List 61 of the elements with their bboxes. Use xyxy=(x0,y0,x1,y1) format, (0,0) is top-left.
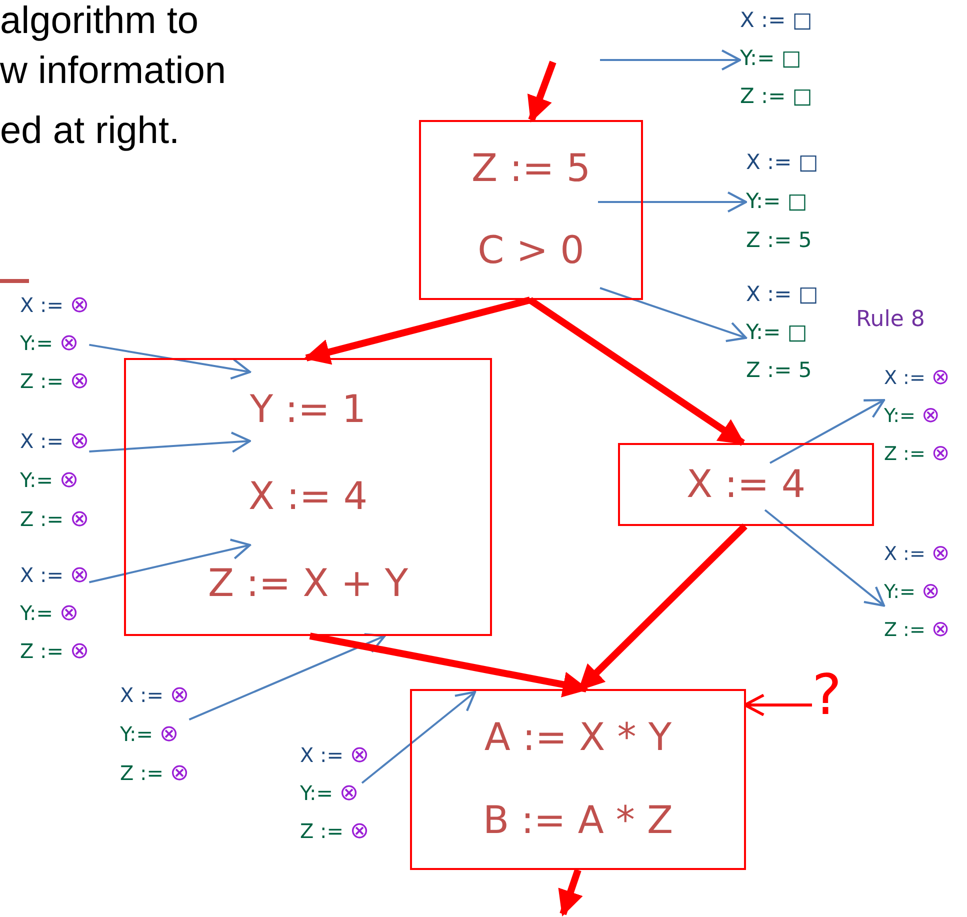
flow-arrow xyxy=(528,297,746,446)
statement: A := X * Y xyxy=(484,717,672,760)
arrow xyxy=(764,509,886,607)
question-mark: ? xyxy=(812,668,842,724)
variable-state: X := ⊗ xyxy=(884,364,950,392)
flow-arrow xyxy=(558,868,583,916)
variable-state: Z := □ xyxy=(740,83,812,110)
flow-arrow xyxy=(304,296,531,365)
code-block xyxy=(618,443,874,526)
variable-state: Y:= ⊗ xyxy=(300,779,359,808)
variable-state: X := ⊗ xyxy=(20,427,90,456)
variable-state: Z := 5 xyxy=(746,357,812,384)
variable-state: Y:= □ xyxy=(746,188,808,215)
variable-state: Z := ⊗ xyxy=(20,367,90,396)
variable-state: X := ⊗ xyxy=(20,561,90,590)
variable-state: Y:= ⊗ xyxy=(20,599,79,628)
variable-state: Z := ⊗ xyxy=(120,759,190,788)
statement: B := A * Z xyxy=(482,800,674,842)
arrow xyxy=(188,633,386,720)
variable-state: X := □ xyxy=(746,149,818,176)
flow-arrow xyxy=(527,60,556,122)
code-block xyxy=(124,358,492,636)
variable-state: Y:= □ xyxy=(740,45,802,72)
statement: C > 0 xyxy=(478,230,584,272)
variable-state: Z := ⊗ xyxy=(20,637,90,666)
arrow xyxy=(770,398,886,464)
variable-state: Y:= ⊗ xyxy=(20,466,79,495)
variable-state: Z := ⊗ xyxy=(884,616,950,644)
variable-state: Z := ⊗ xyxy=(884,440,950,468)
code-block xyxy=(410,689,746,870)
arrow xyxy=(598,191,748,213)
variable-state: X := ⊗ xyxy=(120,681,190,710)
rule-label: Rule 8 xyxy=(856,307,925,332)
variable-state: Z := 5 xyxy=(746,227,812,254)
statement: Z := 5 xyxy=(471,148,590,190)
variable-state: X := ⊗ xyxy=(300,741,370,770)
arrow xyxy=(600,49,742,71)
description-text: ed at right. xyxy=(0,110,180,154)
variable-state: Z := ⊗ xyxy=(20,505,90,534)
statement: X := 4 xyxy=(686,464,806,506)
code-block xyxy=(419,120,643,300)
statement: X := 4 xyxy=(248,476,368,518)
variable-state: X := □ xyxy=(740,7,812,34)
arrow xyxy=(600,287,748,342)
variable-state: Y:= ⊗ xyxy=(884,578,940,606)
variable-state: Z := ⊗ xyxy=(300,817,370,846)
variable-state: Y:= ⊗ xyxy=(884,402,940,430)
variable-state: Y:= ⊗ xyxy=(20,329,79,358)
arrow xyxy=(361,690,476,784)
arrow xyxy=(89,344,252,380)
arrow xyxy=(88,538,252,584)
statement: Y := 1 xyxy=(250,388,366,431)
variable-state: Y:= □ xyxy=(746,319,808,346)
description-text: algorithm to xyxy=(0,0,199,44)
variable-state: Y:= ⊗ xyxy=(120,720,179,749)
variable-state: X := ⊗ xyxy=(20,291,90,320)
arrow xyxy=(89,432,252,453)
statement: Z := X + Y xyxy=(208,563,408,606)
variable-state: X := □ xyxy=(746,281,818,308)
variable-state: X := ⊗ xyxy=(884,540,950,568)
arrow xyxy=(743,694,812,716)
